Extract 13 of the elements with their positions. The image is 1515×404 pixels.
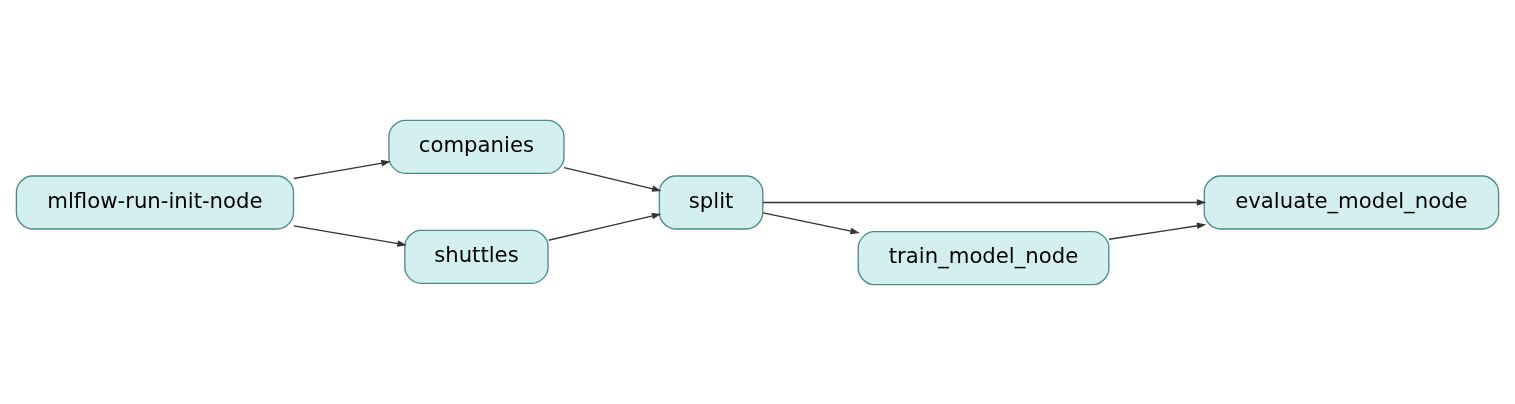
node-box: evaluate_model_node: [1203, 174, 1500, 230]
arrow: [547, 212, 662, 241]
node-box: companies: [388, 119, 565, 174]
arrow: [293, 224, 407, 247]
node-box: shuttles: [404, 229, 549, 284]
node-box: split: [658, 174, 764, 230]
arrow: [563, 166, 662, 192]
node-box: mlflow-run-init-node: [15, 174, 295, 230]
arrow: [1108, 222, 1207, 240]
arrow: [762, 211, 860, 234]
node-box: train_model_node: [857, 230, 1110, 285]
arrow: [762, 198, 1207, 206]
arrow: [293, 159, 391, 179]
